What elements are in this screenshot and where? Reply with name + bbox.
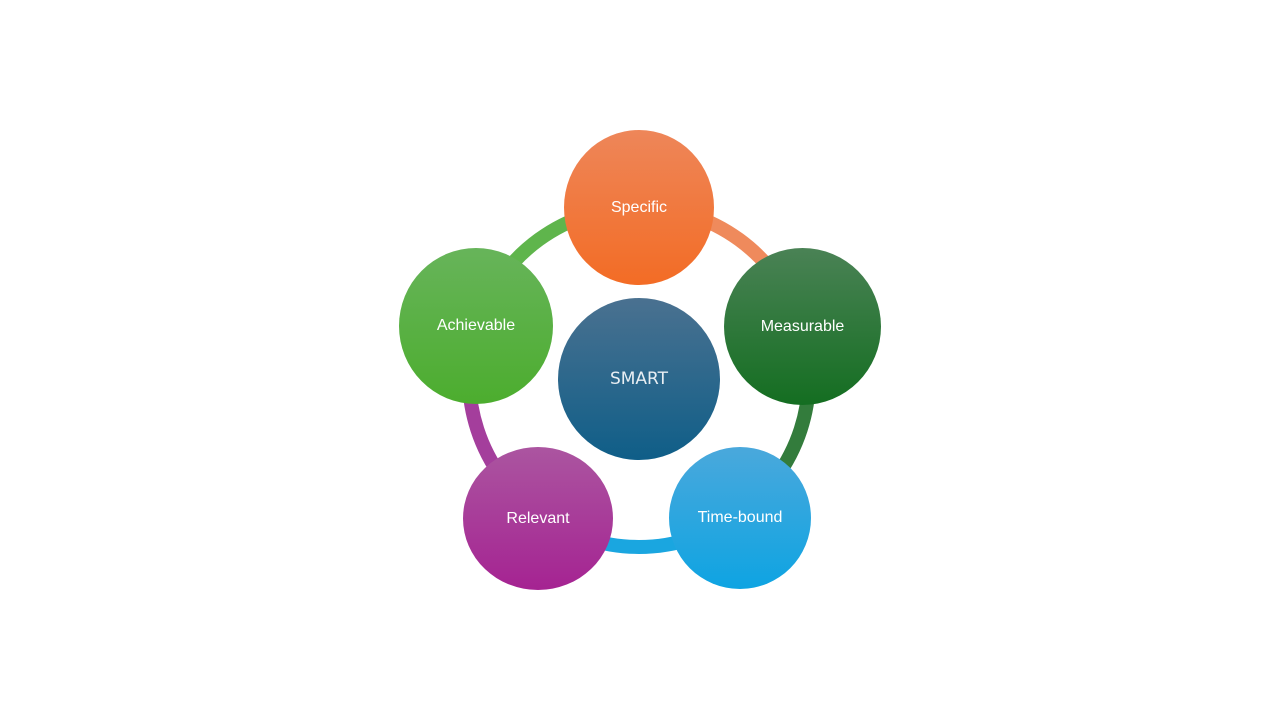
node-time-bound-label: Time-bound [697,509,783,526]
node-achievable-label: Achievable [436,317,516,334]
node-center-smart: SMART [558,298,720,460]
node-specific-label: Specific [610,198,668,216]
node-measurable: Measurable [724,248,881,405]
node-time-bound: Time-bound [669,447,811,589]
node-relevant: Relevant [463,447,613,590]
node-relevant-label: Relevant [506,509,570,527]
node-measurable-label: Measurable [760,317,845,335]
center-label: SMART [609,369,669,389]
node-achievable: Achievable [399,248,553,404]
node-specific: Specific [564,130,714,285]
